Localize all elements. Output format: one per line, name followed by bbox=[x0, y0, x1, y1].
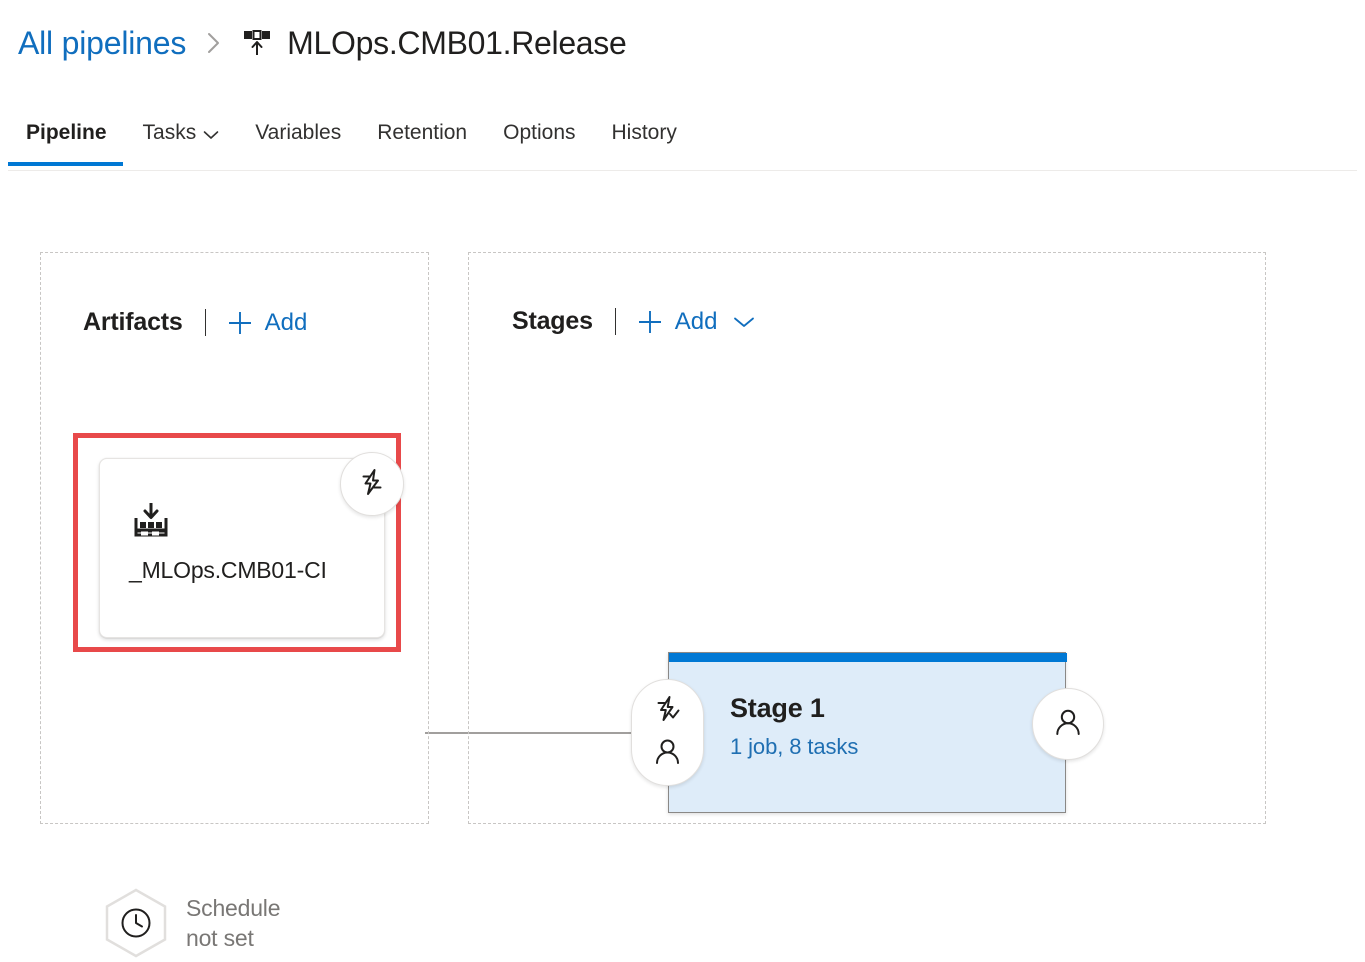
artifacts-header-divider bbox=[204, 309, 206, 336]
artifacts-header: Artifacts Add bbox=[83, 308, 307, 337]
plus-icon bbox=[636, 308, 664, 336]
tab-variables-label: Variables bbox=[255, 121, 342, 144]
artifact-to-stage-connector bbox=[425, 732, 640, 734]
tab-retention-label: Retention bbox=[377, 121, 468, 144]
stage-name: Stage 1 bbox=[730, 693, 825, 723]
tab-tasks[interactable]: Tasks bbox=[125, 104, 238, 162]
plus-icon bbox=[226, 309, 254, 337]
tab-variables[interactable]: Variables bbox=[237, 104, 359, 162]
chevron-down-icon[interactable] bbox=[732, 315, 756, 329]
tab-pipeline[interactable]: Pipeline bbox=[8, 104, 125, 166]
lightning-bolt-check-icon bbox=[652, 694, 683, 730]
stage-top-accent-bar bbox=[669, 653, 1067, 662]
artifact-name: _MLOps.CMB01-CI bbox=[129, 557, 327, 583]
stage-box bbox=[668, 652, 1067, 813]
continuous-deployment-trigger-badge[interactable] bbox=[340, 452, 404, 516]
stage-card[interactable]: Stage 1 1 job, 8 tasks bbox=[631, 652, 1104, 813]
schedule-trigger[interactable]: Schedule not set bbox=[97, 884, 281, 962]
stage-summary[interactable]: 1 job, 8 tasks bbox=[730, 733, 859, 759]
artifact-highlight-box: _MLOps.CMB01-CI bbox=[73, 433, 404, 652]
breadcrumb-all-pipelines-link[interactable]: All pipelines bbox=[18, 25, 187, 61]
tab-history[interactable]: History bbox=[594, 104, 695, 162]
tab-options-label: Options bbox=[503, 121, 576, 144]
chevron-down-icon bbox=[203, 130, 219, 140]
add-stage-button[interactable]: Add bbox=[636, 308, 718, 336]
add-stage-label: Add bbox=[674, 307, 718, 335]
artifact-card[interactable]: _MLOps.CMB01-CI bbox=[99, 452, 404, 638]
tab-bar: Pipeline Tasks Variables Retention Optio… bbox=[0, 104, 1365, 172]
build-artifact-icon bbox=[129, 499, 173, 548]
chevron-right-icon bbox=[204, 28, 224, 58]
add-artifact-button[interactable]: Add bbox=[226, 308, 308, 337]
add-artifact-label: Add bbox=[264, 308, 308, 336]
page-title: MLOps.CMB01.Release bbox=[287, 25, 627, 61]
stages-header: Stages Add bbox=[512, 307, 756, 336]
schedule-label: Schedule not set bbox=[186, 895, 281, 951]
tab-options[interactable]: Options bbox=[485, 104, 593, 162]
stages-title: Stages bbox=[512, 307, 593, 335]
breadcrumb: All pipelines MLOps.CMB01.Release bbox=[18, 14, 627, 72]
tab-pipeline-label: Pipeline bbox=[26, 121, 107, 144]
stages-header-divider bbox=[614, 308, 616, 335]
person-icon bbox=[652, 736, 683, 772]
tab-bar-divider bbox=[8, 170, 1357, 171]
post-deployment-approvals-badge[interactable] bbox=[1032, 688, 1104, 760]
stage-text-block: Stage 1 1 job, 8 tasks bbox=[730, 693, 859, 760]
pre-deployment-conditions-badge[interactable] bbox=[631, 679, 704, 786]
artifacts-title: Artifacts bbox=[83, 308, 183, 336]
clock-hexagon-icon bbox=[97, 884, 175, 962]
release-pipeline-icon bbox=[240, 26, 274, 60]
tab-tasks-label: Tasks bbox=[142, 121, 197, 144]
tab-history-label: History bbox=[611, 121, 677, 144]
tab-retention[interactable]: Retention bbox=[359, 104, 485, 162]
pipeline-canvas: Artifacts Add bbox=[0, 172, 1365, 958]
lightning-bolt-icon bbox=[357, 467, 387, 502]
person-icon bbox=[1052, 706, 1084, 743]
